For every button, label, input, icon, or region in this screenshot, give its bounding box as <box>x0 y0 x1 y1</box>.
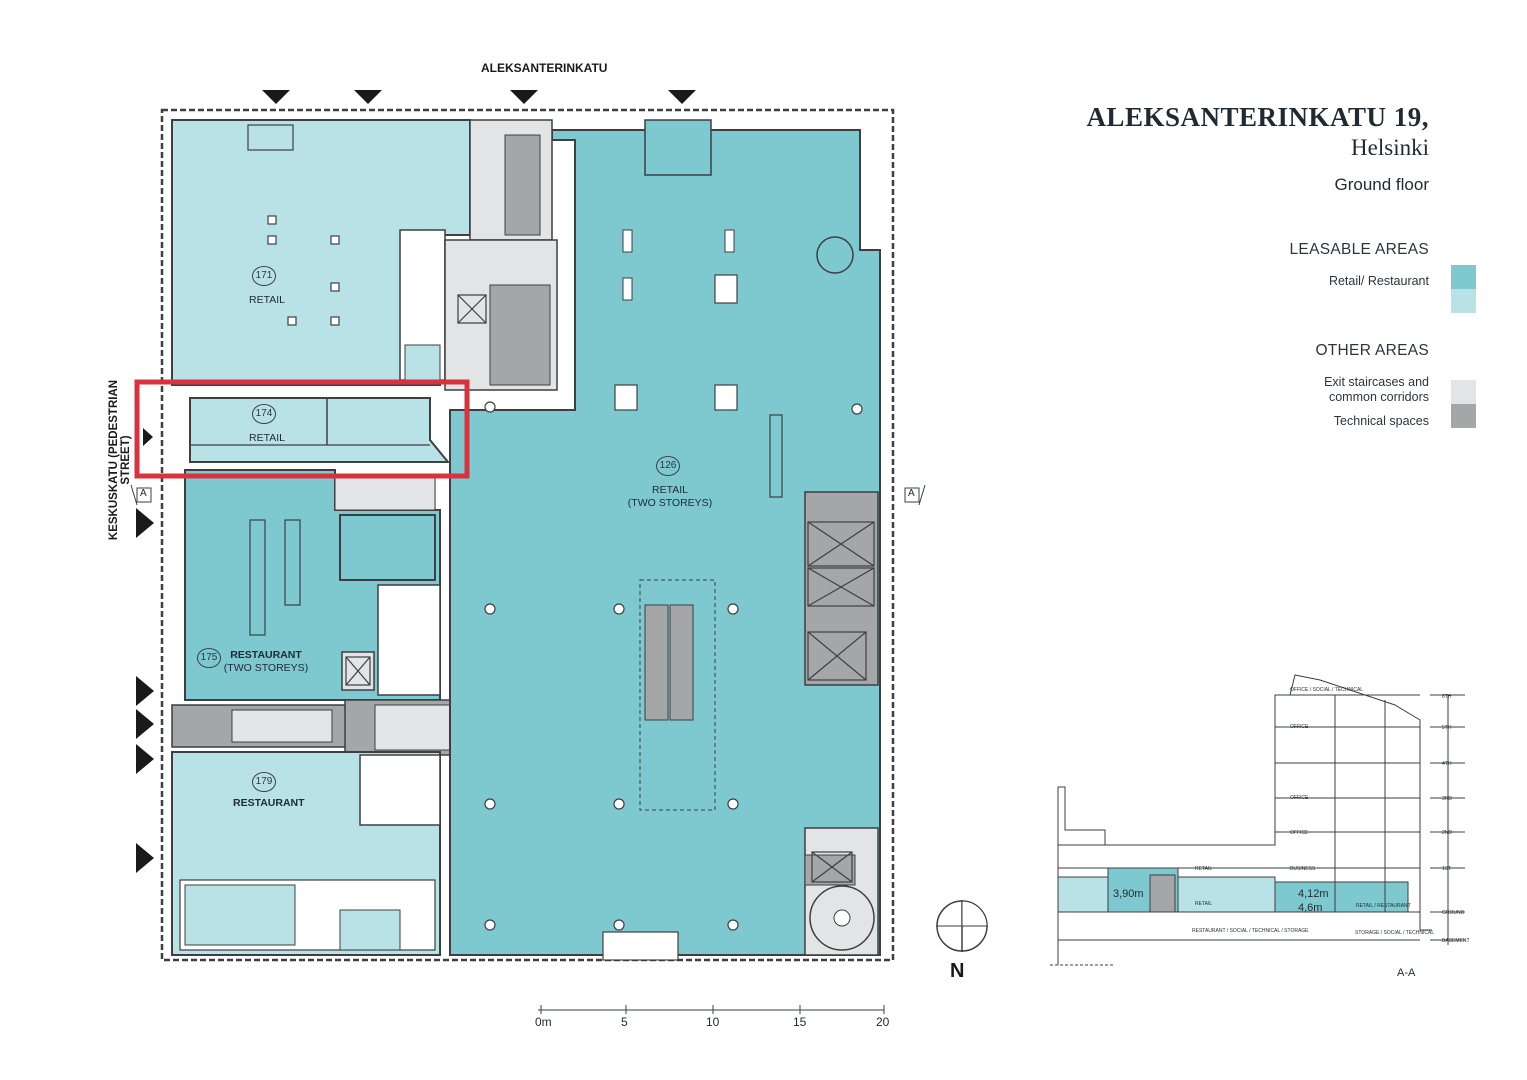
unit-name-179: RESTAURANT <box>233 797 305 809</box>
common-corridor <box>171 699 481 756</box>
legend-swatch-retail-dark <box>1451 265 1476 289</box>
north-compass-icon <box>936 900 988 952</box>
section-floor-basement: BASEMENT <box>1442 938 1470 944</box>
legend-retail-label: Retail/ Restaurant <box>1328 274 1429 288</box>
section-floor-1st: 1ST <box>1442 866 1452 872</box>
scale-tick-0: 0m <box>535 1015 552 1029</box>
unit-number-171: 171 <box>252 266 276 286</box>
spiral-stair-icon <box>809 236 875 951</box>
section-use-office-3: OFFICE <box>1290 795 1309 801</box>
legend-exit-label: Exit staircases and common corridors <box>1324 375 1429 405</box>
section-title: A-A <box>1397 967 1416 979</box>
section-floor-2nd: 2ND <box>1442 830 1453 836</box>
unit-number-175: 175 <box>197 648 221 668</box>
legend-swatch-technical <box>1451 404 1476 428</box>
unit-sub-175: (TWO STOREYS) <box>223 662 309 674</box>
legend-leasable-heading: LEASABLE AREAS <box>1289 241 1429 258</box>
building-name: ALEKSANTERINKATU 19, <box>1086 102 1429 132</box>
unit-sub-126: (TWO STOREYS) <box>627 497 713 509</box>
unit-126-area[interactable] <box>449 119 881 961</box>
section-use-retail-ground: RETAIL <box>1195 901 1213 907</box>
elevator-shafts <box>345 294 875 883</box>
section-floor-6th: 6TH <box>1442 694 1452 700</box>
section-dim-46: 4,6m <box>1298 902 1323 914</box>
section-use-retail-restaurant: RETAIL / RESTAURANT <box>1356 903 1411 909</box>
section-dim-412: 4,12m <box>1298 888 1329 900</box>
stair-core <box>334 119 558 511</box>
legend-technical-label: Technical spaces <box>1333 414 1429 428</box>
section-use-office-2: OFFICE <box>1290 830 1309 836</box>
section-floor-5th: 5TH <box>1442 725 1452 731</box>
street-label-west-box: KESKUSKATU (PEDESTRIAN STREET) <box>108 352 132 562</box>
unit-171-area[interactable] <box>171 119 471 386</box>
section-drawing <box>1050 674 1465 966</box>
scale-bar <box>538 1005 885 1014</box>
legend-exit-line-1: Exit staircases and <box>1324 375 1429 389</box>
floor-label: Ground floor <box>1334 175 1430 194</box>
legend-other-heading: OTHER AREAS <box>1315 342 1429 359</box>
scale-tick-15: 15 <box>793 1015 807 1029</box>
entrance-arrow-icons <box>136 90 696 873</box>
columns <box>484 401 863 931</box>
legend-swatch-exit <box>1451 380 1476 404</box>
unit-174-area[interactable] <box>189 397 451 463</box>
scale-tick-10: 10 <box>706 1015 720 1029</box>
compass-north-label: N <box>950 960 965 982</box>
unit-number-179: 179 <box>252 772 276 792</box>
section-floor-3rd: 3RD <box>1442 796 1453 802</box>
unit-number-126: 126 <box>656 456 680 476</box>
section-use-office-5: OFFICE <box>1290 724 1309 730</box>
unit-name-171: RETAIL <box>249 294 285 306</box>
highlight-frame <box>134 379 470 479</box>
title-block: ALEKSANTERINKATU 19, Helsinki <box>1086 100 1429 162</box>
street-label-north: ALEKSANTERINKATU <box>481 61 608 75</box>
section-marker-east: A <box>908 488 915 499</box>
scale-tick-5: 5 <box>621 1015 628 1029</box>
scale-tick-20: 20 <box>876 1015 890 1029</box>
section-dim-390: 3,90m <box>1113 888 1144 900</box>
section-floor-4th: 4TH <box>1442 761 1452 767</box>
section-use-retail-1st: RETAIL <box>1195 866 1213 872</box>
section-use-top: OFFICE / SOCIAL / TECHNICAL <box>1290 687 1364 693</box>
city-name: Helsinki <box>1351 135 1429 160</box>
unit-number-174: 174 <box>252 404 276 424</box>
section-use-basement-right: STORAGE / SOCIAL / TECHNICAL <box>1355 930 1435 936</box>
legend-exit-line-2: common corridors <box>1328 390 1429 404</box>
columns-171 <box>267 215 340 326</box>
section-use-business: BUSINESS <box>1290 866 1316 872</box>
unit-179-area[interactable] <box>171 751 441 956</box>
section-marker-icons <box>130 484 926 506</box>
section-marker-west: A <box>140 488 147 499</box>
unit-name-175: RESTAURANT <box>230 649 302 661</box>
section-use-basement-left: RESTAURANT / SOCIAL / TECHNICAL / STORAG… <box>1192 928 1309 934</box>
unit-name-126: RETAIL <box>652 484 688 496</box>
unit-name-174: RETAIL <box>249 432 285 444</box>
section-floor-ground: GROUND <box>1442 910 1465 916</box>
legend-swatch-retail-light <box>1451 289 1476 313</box>
street-label-west: KESKUSKATU (PEDESTRIAN STREET) <box>108 379 132 541</box>
